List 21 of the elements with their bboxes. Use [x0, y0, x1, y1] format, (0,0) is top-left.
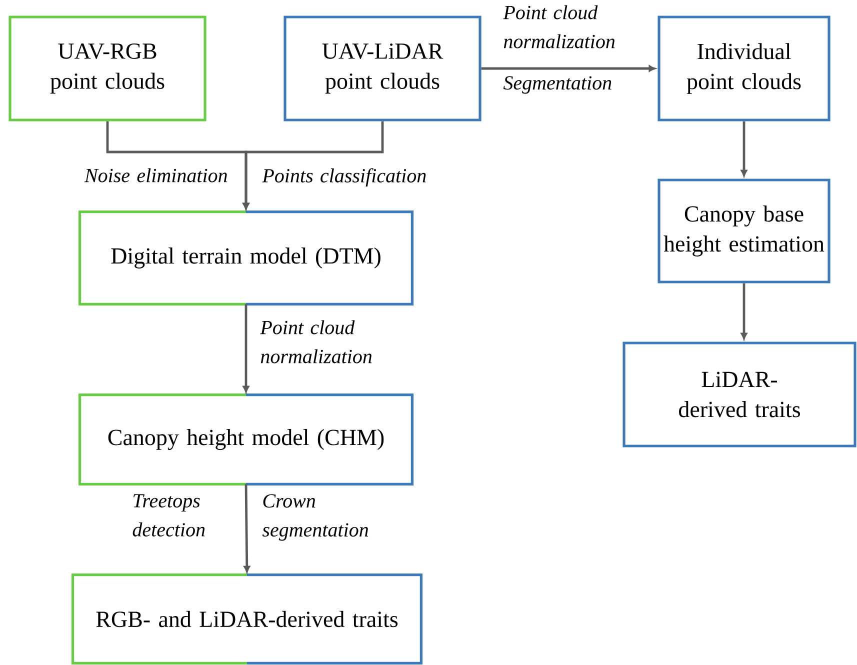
step-label: Crown segmentation: [262, 494, 368, 541]
arrow: [242, 121, 384, 210]
edge-label: Points classification: [262, 168, 426, 187]
step-label: Segmentation: [503, 76, 612, 94]
process-box: Canopy height model (CHM): [78, 394, 414, 486]
arrow: [481, 65, 656, 72]
process-box: RGB- and LiDAR-derived traits: [72, 574, 422, 664]
process-box: UAV-RGB point clouds: [8, 16, 206, 122]
arrow: [740, 121, 748, 176]
arrow: [740, 283, 748, 340]
process-box: Canopy base height estimation: [658, 178, 830, 284]
process-box: LiDAR-derived traits: [622, 342, 856, 448]
process-box: Digital terrain model (DTM): [78, 210, 414, 306]
edge-label: Point cloud normalization: [503, 5, 615, 48]
process-box: Individual point clouds: [658, 16, 830, 122]
arrow: [242, 304, 250, 393]
edge-label: Noise elimination: [84, 168, 227, 182]
edge-label: Treetops detection: [132, 494, 205, 536]
arrow: [244, 484, 250, 573]
process-box: UAV-LiDAR point clouds: [284, 16, 482, 122]
edge-label: Point cloud normalization: [260, 320, 372, 364]
